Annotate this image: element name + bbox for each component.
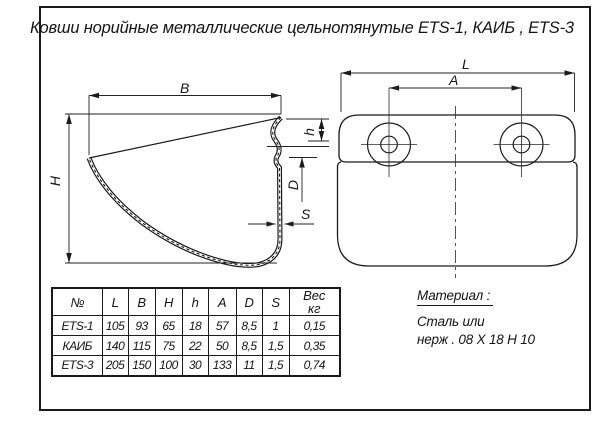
weight-header-line1: Вес <box>303 288 326 303</box>
table-header-row: № L B H h A D S Вес кг <box>51 287 341 316</box>
bucket-wall-outer <box>86 115 283 268</box>
value-cell: 93 <box>127 315 156 336</box>
drawing-title: Ковши норийные металлические цельнотянут… <box>30 19 574 37</box>
value-cell: 11 <box>235 355 263 376</box>
material-line1: Сталь или <box>417 314 485 329</box>
value-cell: 30 <box>181 355 209 376</box>
bucket-wall-hatch <box>88 117 282 266</box>
table-row: КАИБ 140 115 75 22 50 8,5 1,5 0,35 <box>51 335 341 356</box>
col-header-B: B <box>127 287 156 316</box>
col-header-L: L <box>101 287 129 316</box>
value-cell: 75 <box>154 335 183 356</box>
dimension-arrows <box>66 70 575 263</box>
col-header-D: D <box>235 287 263 316</box>
material-note: Материал : Сталь или нерж . 08 Х 18 Н 10 <box>417 288 535 347</box>
material-line2: нерж . 08 Х 18 Н 10 <box>417 332 535 347</box>
table-row: ETS-3 205 150 100 30 133 11 1,5 0,74 <box>51 355 341 376</box>
value-cell: 50 <box>207 335 237 356</box>
value-cell: 8,5 <box>235 335 263 356</box>
value-cell: 0,74 <box>288 355 341 376</box>
dim-label-h: h <box>300 128 317 136</box>
model-name: КАИБ <box>51 335 103 356</box>
dim-label-L: L <box>462 56 470 72</box>
side-view-bucket <box>86 115 283 268</box>
value-cell: 57 <box>207 315 237 336</box>
value-cell: 0,15 <box>288 315 341 336</box>
col-header-A: A <box>207 287 237 316</box>
dim-label-A: A <box>449 72 459 88</box>
value-cell: 115 <box>127 335 156 356</box>
dim-label-H: H <box>47 175 64 187</box>
col-header-H: H <box>154 287 183 316</box>
front-view-bucket <box>336 114 578 267</box>
value-cell: 105 <box>101 315 129 336</box>
value-cell: 100 <box>154 355 183 376</box>
value-cell: 65 <box>154 315 183 336</box>
value-cell: 22 <box>181 335 209 356</box>
bucket-body-outline <box>336 161 578 267</box>
value-cell: 1 <box>261 315 290 336</box>
model-name: ETS-1 <box>51 315 103 336</box>
value-cell: 0,35 <box>288 335 341 356</box>
dim-label-D: D <box>285 179 302 191</box>
value-cell: 18 <box>181 315 209 336</box>
table-row: ETS-1 105 93 65 18 57 8,5 1 0,15 <box>51 315 341 336</box>
bucket-rim-line <box>88 116 282 159</box>
col-header-number: № <box>51 287 103 316</box>
value-cell: 205 <box>101 355 129 376</box>
value-cell: 8,5 <box>235 315 263 336</box>
col-header-S: S <box>261 287 290 316</box>
value-cell: 140 <box>101 335 129 356</box>
spec-table: № L B H h A D S Вес кг ETS-1 105 93 65 1… <box>51 287 341 377</box>
dim-label-S: S <box>301 206 311 222</box>
value-cell: 1,5 <box>261 355 290 376</box>
col-header-weight: Вес кг <box>288 287 341 316</box>
front-view-dimension-lines <box>340 72 575 112</box>
weight-header-line2: кг <box>307 301 321 316</box>
value-cell: 150 <box>127 355 156 376</box>
front-view-centerlines <box>361 88 550 278</box>
back-strip-outline <box>338 114 576 163</box>
bucket-wall-inner <box>87 116 282 267</box>
model-name: ETS-3 <box>51 355 103 376</box>
col-header-h: h <box>181 287 209 316</box>
value-cell: 1,5 <box>261 335 290 356</box>
dim-label-B: B <box>180 80 190 96</box>
material-heading: Материал : <box>417 288 494 306</box>
value-cell: 133 <box>207 355 237 376</box>
